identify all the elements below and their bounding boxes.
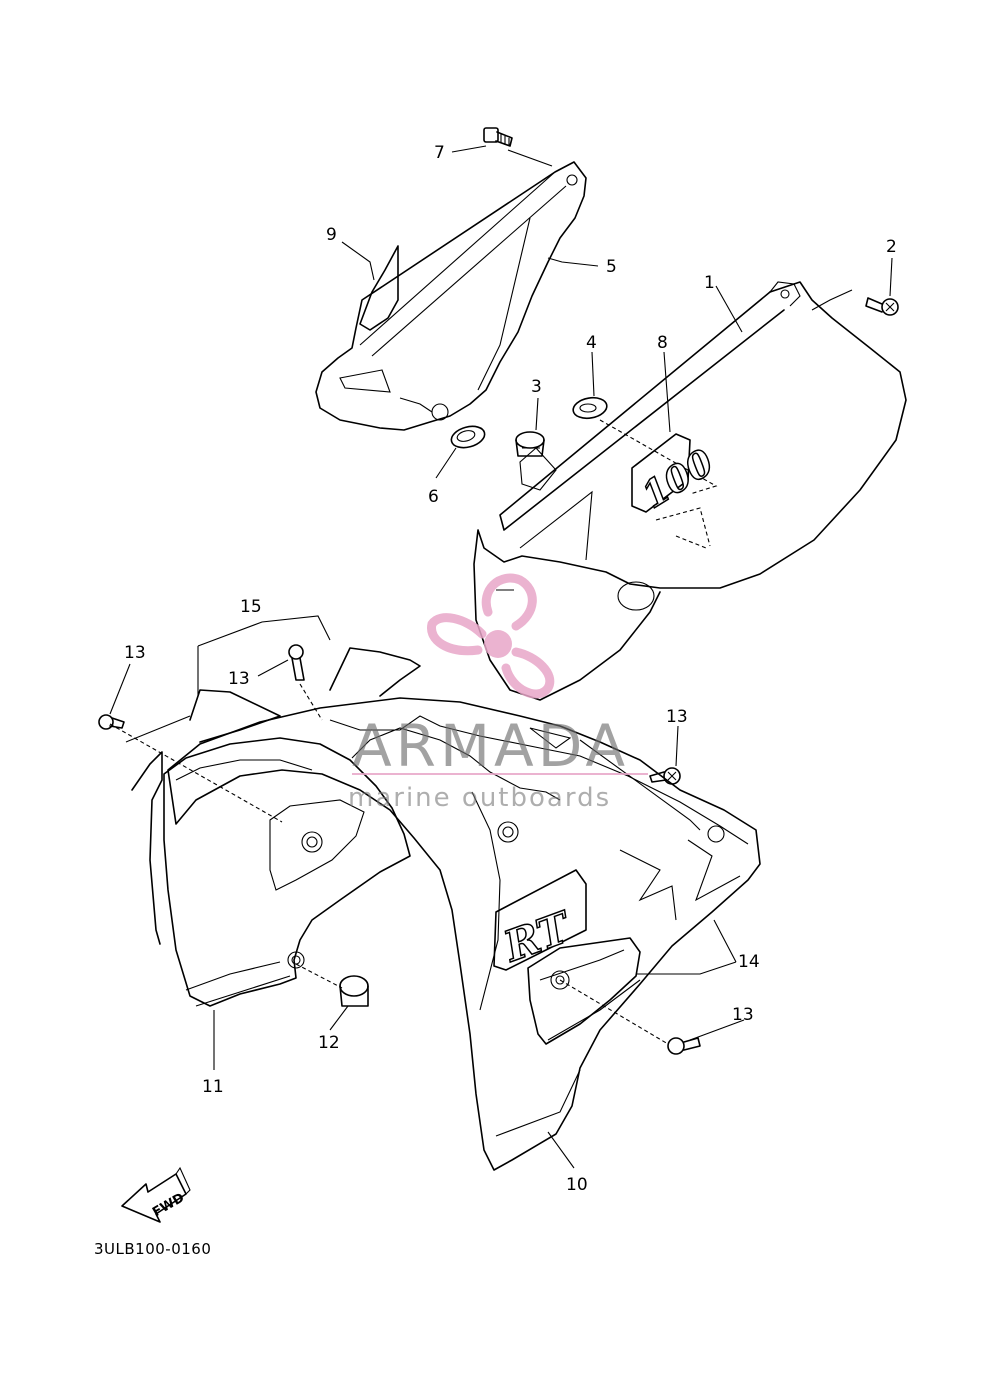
screw-13-right-lower xyxy=(667,1037,701,1055)
part-3-grommet xyxy=(515,431,545,457)
callout-13-top: 13 xyxy=(228,669,250,689)
part-12-grommet xyxy=(339,975,369,1007)
callout-11: 11 xyxy=(202,1077,224,1097)
watermark-propeller-icon xyxy=(427,573,555,699)
fwd-arrow-icon: FWD xyxy=(121,1166,191,1223)
screw-13-top xyxy=(288,644,305,681)
watermark: ARMADA marine outboards xyxy=(348,573,648,813)
callout-13-right-lower: 13 xyxy=(732,1005,754,1025)
part-14-small-cover xyxy=(527,937,641,1045)
callout-5: 5 xyxy=(606,257,617,277)
part-11-left-cover xyxy=(131,737,411,1007)
callout-15: 15 xyxy=(240,597,262,617)
part-4-grommet xyxy=(572,396,608,420)
callout-8: 8 xyxy=(657,333,668,353)
fwd-label: FWD xyxy=(150,1190,187,1220)
part-7-screw xyxy=(483,127,513,147)
watermark-brand: ARMADA xyxy=(352,712,629,780)
screw-13-right-upper xyxy=(649,767,681,785)
callout-9: 9 xyxy=(326,225,337,245)
part-9-clip xyxy=(359,245,399,331)
callout-1: 1 xyxy=(704,273,715,293)
callout-14: 14 xyxy=(738,952,760,972)
callout-13-left: 13 xyxy=(124,643,146,663)
leader-lines xyxy=(109,145,893,1169)
part-5-inner-panel xyxy=(315,161,587,431)
callout-7: 7 xyxy=(434,143,445,163)
number-decal-text: 100 xyxy=(635,441,721,516)
diagram-code: 3ULB100-0160 xyxy=(94,1240,211,1258)
callout-numbers: 1 2 3 4 5 6 7 8 9 10 11 12 13 13 13 13 1… xyxy=(124,143,897,1195)
callout-10: 10 xyxy=(566,1175,588,1195)
callout-4: 4 xyxy=(586,333,597,353)
screw-13-left xyxy=(98,714,125,730)
callout-3: 3 xyxy=(531,377,542,397)
watermark-tagline: marine outboards xyxy=(348,783,611,813)
callout-12: 12 xyxy=(318,1033,340,1053)
part-6-grommet xyxy=(450,425,486,449)
callout-2: 2 xyxy=(886,237,897,257)
part-2-screw xyxy=(865,297,899,316)
assembly-lines xyxy=(109,683,669,1045)
callout-13-right-upper: 13 xyxy=(666,707,688,727)
callout-6: 6 xyxy=(428,487,439,507)
